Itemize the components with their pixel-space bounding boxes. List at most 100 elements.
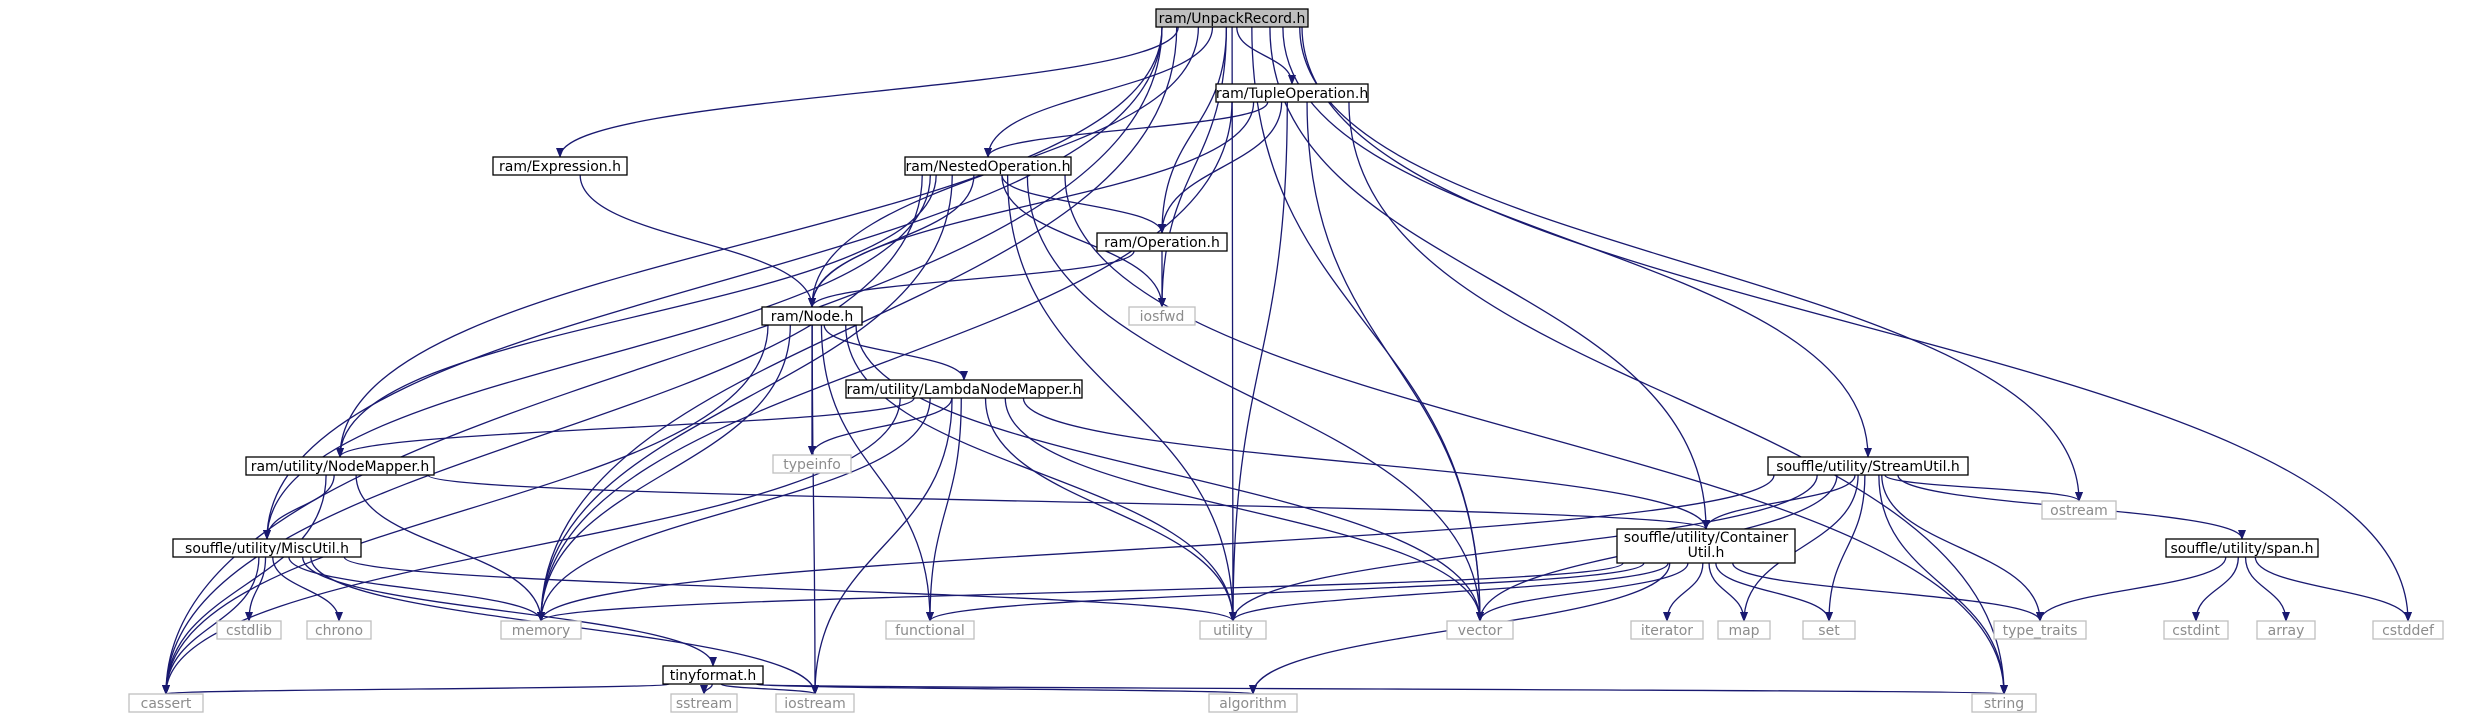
node-MiscUtil[interactable]: souffle/utility/MiscUtil.h [172, 538, 362, 558]
edge-tinyformat-to-iostream [720, 683, 819, 695]
edge-StreamUtil-to-memory [537, 474, 1775, 622]
edge-span-to-array [2244, 556, 2290, 622]
edge-ContainerUtil-to-vector [1476, 562, 1689, 622]
node-box [1802, 620, 1856, 640]
node-box [904, 156, 1072, 176]
edge-UnpackRecord-to-iosfwd [1158, 26, 1228, 308]
edge-Operation-to-Node [808, 250, 1135, 308]
edge-UnpackRecord-to-TupleOperation [1236, 26, 1296, 85]
node-label: cstdlib [226, 623, 272, 639]
edge-Node-to-cassert [162, 324, 769, 695]
edge-ContainerUtil-to-memory [537, 562, 1624, 622]
node-label: typeinfo [783, 457, 841, 473]
node-label: tinyformat.h [670, 668, 757, 684]
node-iterator: iterator [1630, 620, 1704, 640]
node-label: ram/utility/NodeMapper.h [251, 459, 430, 475]
edge-ContainerUtil-to-type_traits [1732, 562, 2044, 622]
node-box [245, 456, 435, 476]
node-ostream: ostream [2041, 500, 2117, 520]
edge-MiscUtil-to-utility [343, 556, 1237, 622]
edge-layer [162, 26, 2412, 695]
node-box [500, 620, 582, 640]
edge-LambdaNodeMapper-to-NodeMapper [336, 397, 915, 458]
node-vector: vector [1446, 620, 1514, 640]
node-Expression[interactable]: ram/Expression.h [492, 156, 628, 176]
node-cassert: cassert [128, 693, 204, 713]
node-NestedOperation[interactable]: ram/NestedOperation.h [904, 156, 1072, 176]
node-label: ram/TupleOperation.h [1216, 86, 1368, 102]
node-tinyformat[interactable]: tinyformat.h [662, 665, 764, 685]
node-type_traits: type_traits [1993, 620, 2087, 640]
node-label: ram/Expression.h [499, 159, 621, 175]
edge-span-to-cstdint [2192, 556, 2239, 622]
edge-tinyformat-to-algorithm [755, 683, 1257, 695]
edge-LambdaNodeMapper-to-typeinfo [808, 397, 953, 456]
node-NodeMapper[interactable]: ram/utility/NodeMapper.h [245, 456, 435, 476]
node-cstdlib: cstdlib [216, 620, 282, 640]
node-box [492, 156, 628, 176]
edge-StreamUtil-to-utility [1229, 474, 1818, 622]
node-box [775, 693, 855, 713]
node-Node[interactable]: ram/Node.h [761, 306, 863, 326]
node-LambdaNodeMapper[interactable]: ram/utility/LambdaNodeMapper.h [845, 379, 1083, 399]
node-TupleOperation[interactable]: ram/TupleOperation.h [1215, 83, 1369, 103]
node-label: cstddef [2382, 623, 2435, 639]
edge-NodeMapper-to-memory [355, 474, 545, 622]
node-Operation[interactable]: ram/Operation.h [1096, 232, 1228, 252]
edge-Node-to-vector [855, 324, 1484, 622]
node-UnpackRecord[interactable]: ram/UnpackRecord.h [1155, 8, 1309, 28]
edge-MiscUtil-to-cstdlib [245, 556, 267, 622]
edge-StreamUtil-to-string [1878, 474, 2008, 695]
node-label: Util.h [1688, 545, 1725, 561]
node-label: souffle/utility/Container [1624, 530, 1789, 546]
node-label: algorithm [1219, 696, 1287, 712]
node-chrono: chrono [306, 620, 372, 640]
edge-Node-to-memory [537, 324, 791, 622]
node-box [885, 620, 975, 640]
edge-ContainerUtil-to-utility [1229, 562, 1669, 622]
edge-ContainerUtil-to-set [1715, 562, 1833, 622]
node-typeinfo: typeinfo [772, 454, 852, 474]
edge-UnpackRecord-to-vector [1251, 26, 1484, 622]
node-label: type_traits [2003, 623, 2078, 639]
node-label: iterator [1641, 623, 1693, 639]
edge-MiscUtil-to-chrono [272, 556, 343, 622]
node-array: array [2256, 620, 2316, 640]
node-string: string [1971, 693, 2037, 713]
edge-TupleOperation-to-utility [1229, 101, 1288, 622]
edge-TupleOperation-to-Node [808, 101, 1255, 308]
node-algorithm: algorithm [1208, 693, 1298, 713]
node-box [1616, 528, 1796, 564]
node-box [2165, 538, 2319, 558]
edge-tinyformat-to-sstream [700, 683, 713, 695]
node-box [2372, 620, 2444, 640]
edge-TupleOperation-to-string [1348, 101, 2008, 695]
node-StreamUtil[interactable]: souffle/utility/StreamUtil.h [1767, 456, 1969, 476]
edge-StreamUtil-to-ostream [1884, 474, 2083, 502]
edge-tinyformat-to-cassert [162, 683, 670, 695]
node-box [1717, 620, 1771, 640]
node-cstddef: cstddef [2372, 620, 2444, 640]
edge-UnpackRecord-to-Operation [1158, 26, 1228, 234]
node-set: set [1802, 620, 1856, 640]
node-span[interactable]: souffle/utility/span.h [2165, 538, 2319, 558]
node-label: ram/Node.h [771, 309, 854, 325]
node-box [1971, 693, 2037, 713]
edge-UnpackRecord-to-MiscUtil [263, 26, 1163, 540]
edge-NestedOperation-to-memory [537, 174, 953, 622]
edge-Node-to-functional [820, 324, 934, 622]
node-label: souffle/utility/span.h [2170, 541, 2313, 557]
node-box [1993, 620, 2087, 640]
node-label: vector [1458, 623, 1503, 639]
node-label: ram/NestedOperation.h [905, 159, 1070, 175]
node-label: iostream [784, 696, 846, 712]
edge-NestedOperation-to-MiscUtil [263, 174, 931, 540]
edge-TupleOperation-to-vector [1306, 101, 1484, 622]
node-box [1128, 306, 1196, 326]
edge-Expression-to-Node [579, 174, 816, 308]
node-box [172, 538, 362, 558]
edge-StreamUtil-to-set [1825, 474, 1866, 622]
edge-MiscUtil-to-memory [288, 556, 545, 622]
node-box [1630, 620, 1704, 640]
